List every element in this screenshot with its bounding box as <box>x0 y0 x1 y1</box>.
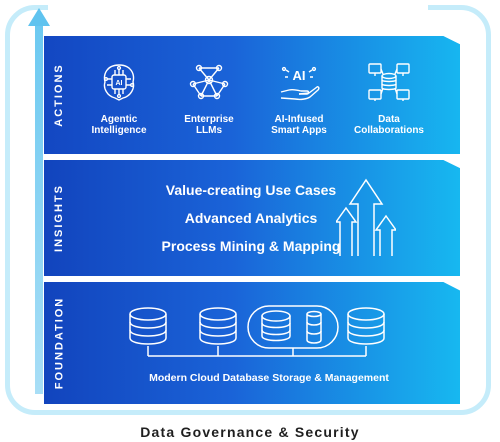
insights-title-wrap: INSIGHTS <box>44 160 74 276</box>
action-label: AI-Infused Smart Apps <box>271 114 327 136</box>
database-row <box>129 305 385 357</box>
upward-arrow-head <box>28 8 50 26</box>
database-icon <box>347 307 385 345</box>
insights-layer: INSIGHTS Value-creating Use Cases Advanc… <box>44 160 460 276</box>
network-nodes-icon <box>189 64 229 100</box>
action-label: Data Collaborations <box>353 114 424 136</box>
action-ai-smart-apps: AI AI-Infused Smart Apps <box>254 60 344 136</box>
actions-title: ACTIONS <box>53 63 65 127</box>
foundation-title-wrap: FOUNDATION <box>44 282 74 404</box>
foundation-layer: FOUNDATION <box>44 282 460 404</box>
svg-text:AI: AI <box>116 80 123 87</box>
upward-arrow-shaft <box>35 24 43 394</box>
database-icon <box>129 307 167 345</box>
insight-line: Process Mining & Mapping <box>161 238 341 254</box>
database-icon <box>199 307 237 345</box>
foundation-label: Modern Cloud Database Storage & Manageme… <box>149 372 389 384</box>
insight-line: Value-creating Use Cases <box>165 182 337 198</box>
action-data-collaborations: Data Collaborations <box>344 60 434 136</box>
database-icon <box>261 310 291 342</box>
svg-text:AI: AI <box>293 68 306 83</box>
ai-chip-icon: AI <box>103 64 135 101</box>
action-label: Agentic Intelligence <box>91 114 147 136</box>
action-enterprise-llms: Enterprise LLMs <box>164 60 254 136</box>
foundation-title: FOUNDATION <box>53 296 66 390</box>
connector-lines <box>147 346 367 357</box>
actions-layer: ACTIONS AI Agentic Intelligence E <box>44 36 460 154</box>
governance-caption: Data Governance & Security <box>140 424 360 440</box>
frame-gap <box>48 0 428 14</box>
actions-title-wrap: ACTIONS <box>44 36 74 154</box>
ai-hand-icon: AI <box>280 66 320 101</box>
database-network-icon <box>368 63 410 101</box>
growth-arrows-icon <box>336 178 396 256</box>
action-label: Enterprise LLMs <box>184 114 234 136</box>
database-icon <box>306 310 322 344</box>
insight-line: Advanced Analytics <box>184 210 318 226</box>
insights-title: INSIGHTS <box>53 184 66 252</box>
action-agentic-intelligence: AI Agentic Intelligence <box>74 60 164 136</box>
